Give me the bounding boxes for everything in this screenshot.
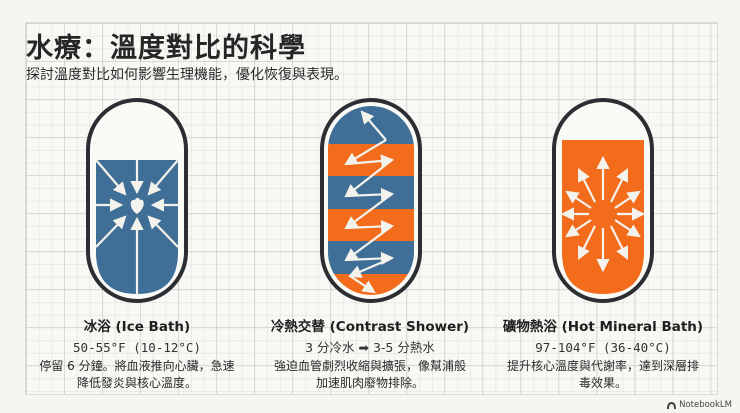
- page-title: 水療：溫度對比的科學: [26, 33, 306, 64]
- card-temp: 3 分冷水 ➡ 3-5 分熱水: [305, 340, 435, 355]
- card-desc-line: 提升核心溫度與代謝率，達到深層排: [506, 359, 699, 373]
- heart-inward-arrows-icon: [95, 159, 179, 294]
- page-subtitle: 探討溫度對比如何影響生理機能，優化恢復與表現。: [26, 67, 348, 83]
- card-desc-line: 毒效果。: [578, 376, 627, 390]
- card-temp: 50-55°F (10-12°C): [73, 340, 201, 355]
- radiating-arrows-icon: [560, 140, 646, 294]
- ice-bath-card: 冰浴 (Ice Bath) 50-55°F (10-12°C) 停留 6 分鐘。…: [22, 318, 252, 392]
- card-name: 冰浴 (Ice Bath): [83, 319, 191, 335]
- card-desc-line: 停留 6 分鐘。將血液推向心臟，急速: [39, 359, 235, 373]
- contrast-shower-pill: [320, 98, 422, 303]
- card-desc-line: 降低發炎與核心溫度。: [76, 376, 197, 390]
- hot-mineral-pill: [552, 98, 654, 303]
- card-desc-line: 加速肌肉廢物排除。: [315, 376, 424, 390]
- brand-label: NotebookLM: [679, 400, 732, 410]
- hot-mineral-card: 礦物熱浴 (Hot Mineral Bath) 97-104°F (36-40°…: [488, 318, 718, 392]
- card-name: 礦物熱浴 (Hot Mineral Bath): [502, 319, 704, 335]
- ice-bath-pill: [86, 98, 188, 303]
- card-desc-line: 強迫血管劇烈收縮與擴張，像幫浦般: [273, 359, 466, 373]
- zigzag-arrows-icon: [328, 106, 414, 295]
- card-name: 冷熱交替 (Contrast Shower): [270, 319, 470, 335]
- notebooklm-brand: NotebookLM: [667, 400, 732, 410]
- notebooklm-logo-icon: [667, 401, 677, 409]
- heart-icon: [130, 197, 144, 214]
- card-temp: 97-104°F (36-40°C): [535, 340, 671, 355]
- contrast-shower-card: 冷熱交替 (Contrast Shower) 3 分冷水 ➡ 3-5 分熱水 強…: [255, 318, 485, 392]
